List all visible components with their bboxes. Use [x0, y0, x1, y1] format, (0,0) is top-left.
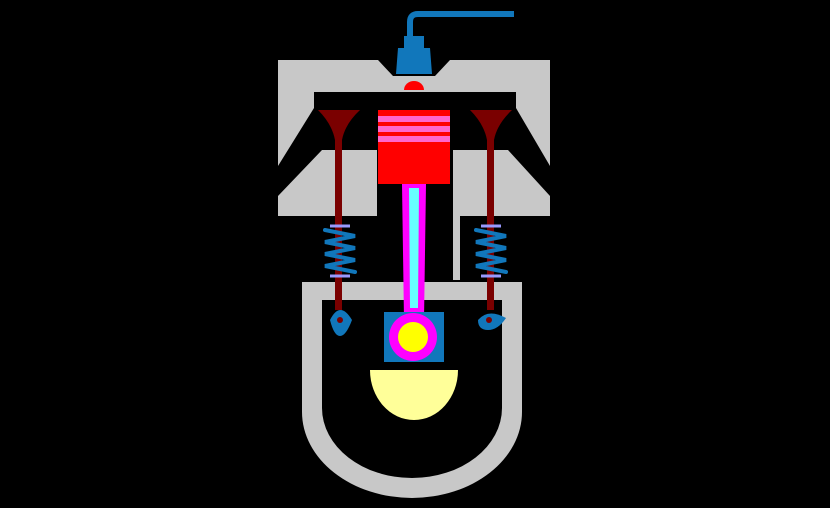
- spark-icon: [404, 81, 424, 90]
- intake-cam-icon: [330, 310, 352, 336]
- combustion-chamber: [314, 92, 516, 108]
- piston-ring: [378, 116, 450, 122]
- piston-ring: [378, 136, 450, 142]
- exhaust-cam-icon: [478, 313, 506, 330]
- intake-valve: [318, 110, 360, 310]
- piston: [378, 110, 450, 184]
- crank-counterweight: [370, 370, 458, 420]
- connecting-rod: [402, 184, 426, 320]
- exhaust-port: [453, 108, 550, 196]
- intake-spring-icon: [323, 224, 357, 278]
- intake-port: [278, 108, 377, 196]
- crankshaft-icon: [384, 312, 444, 362]
- spark-plug-icon: [396, 11, 514, 90]
- exhaust-spring-icon: [474, 224, 508, 278]
- exhaust-valve: [470, 110, 512, 310]
- piston-ring: [378, 126, 450, 132]
